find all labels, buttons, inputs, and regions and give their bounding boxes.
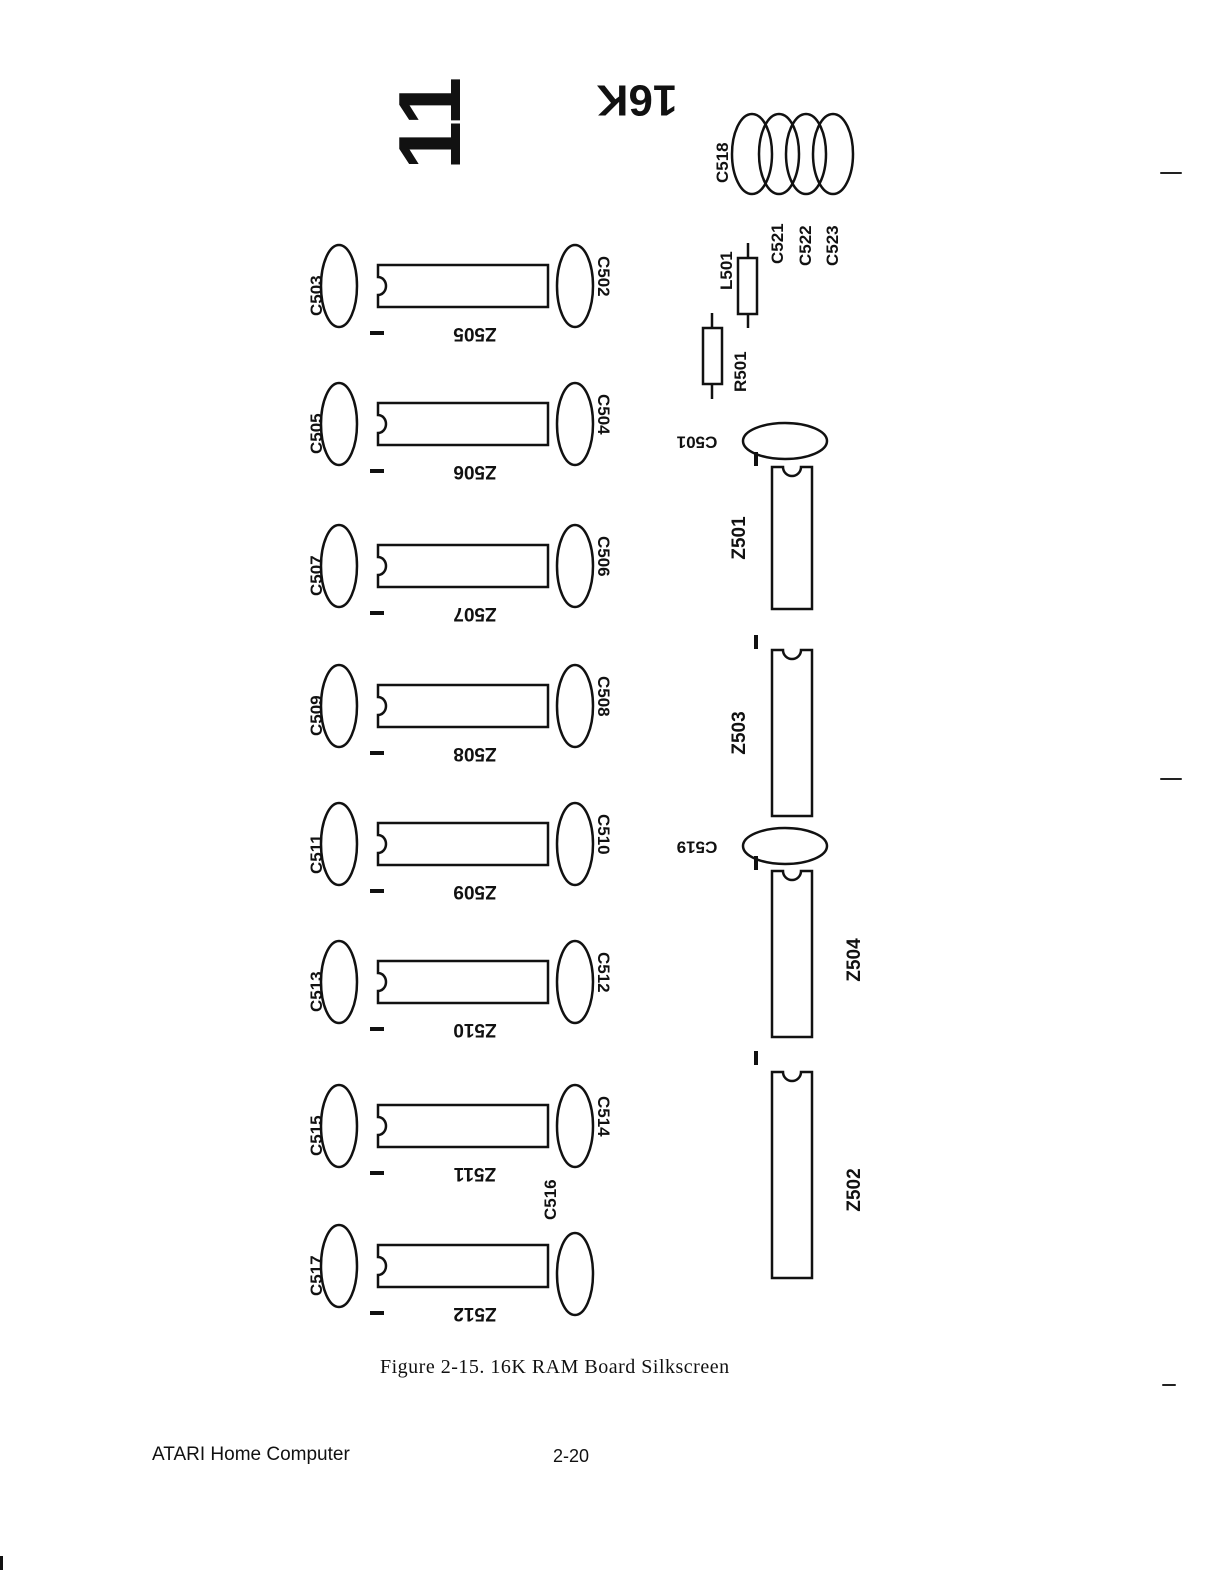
chip-label: Z504 (844, 938, 865, 982)
cap-label-c522: C522 (796, 225, 815, 266)
figure-caption: Figure 2-15. 16K RAM Board Silkscreen (380, 1356, 730, 1379)
chip-label: Z501 (729, 516, 750, 560)
capacitor (557, 383, 593, 465)
cap-label-c518: C518 (713, 142, 732, 183)
cap-label: C508 (594, 676, 613, 717)
capacitor (557, 941, 593, 1023)
chip-label: Z503 (729, 711, 750, 754)
chip-label: Z508 (453, 743, 496, 764)
cap-label: C512 (594, 952, 613, 993)
ic-chip (378, 685, 548, 727)
cap-label: C509 (307, 695, 326, 736)
cap-label: C511 (307, 834, 326, 874)
capacitor (557, 803, 593, 885)
capacitor (321, 665, 357, 747)
chip-label: Z512 (453, 1303, 496, 1324)
capacitor (321, 941, 357, 1023)
cap-label: C504 (594, 394, 613, 435)
chip-label: Z510 (453, 1019, 496, 1040)
chip-label: Z511 (453, 1163, 496, 1184)
capacitor (743, 423, 827, 459)
ic-chip (772, 650, 812, 816)
ic-chip (378, 545, 548, 587)
chip-label: Z507 (453, 603, 496, 624)
capacitor (557, 525, 593, 607)
decoupling-cap-group (732, 114, 853, 194)
capacitor (557, 665, 593, 747)
cap-label-c521: C521 (768, 223, 787, 264)
ic-chip (378, 961, 548, 1003)
capacitor (321, 803, 357, 885)
cap-label: C517 (307, 1255, 326, 1296)
cap-label: C506 (594, 536, 613, 577)
ic-chip (772, 467, 812, 609)
cap-label: C514 (594, 1096, 613, 1137)
ic-chip (772, 1072, 812, 1278)
footer-title: ATARI Home Computer (152, 1444, 350, 1466)
inductor-label: L501 (717, 251, 736, 290)
ic-chip (378, 1245, 548, 1287)
capacitor (557, 1233, 593, 1315)
board-size-label: 16K (596, 75, 677, 124)
capacitor (321, 1225, 357, 1307)
footer-page-number: 2-20 (553, 1446, 589, 1467)
cap-label: C513 (307, 971, 326, 1012)
capacitor (321, 1085, 357, 1167)
chip-unit: Z504 C519 (677, 828, 865, 1037)
cap-label: C503 (307, 275, 326, 316)
margin-tick (1162, 1384, 1176, 1386)
resistor-r501 (703, 313, 722, 399)
chip-label: Z506 (453, 461, 496, 482)
silkscreen-diagram: 11 16K C518 C521 C522 C523 L501 R501 C (0, 0, 1224, 1340)
capacitor (743, 828, 827, 864)
cap-label: C505 (307, 413, 326, 454)
ic-chip (378, 403, 548, 445)
chip-unit: Z502 (756, 1051, 865, 1278)
chip-label: Z509 (453, 881, 496, 902)
capacitor (321, 383, 357, 465)
margin-tick (1160, 778, 1182, 780)
cap-label: C510 (594, 814, 613, 855)
chip-label: Z502 (844, 1168, 865, 1211)
cap-label-c523: C523 (823, 225, 842, 266)
inductor-l501 (738, 243, 757, 328)
capacitor (557, 245, 593, 327)
cap-label: C515 (307, 1115, 326, 1156)
capacitor (321, 525, 357, 607)
cap-label: C519 (677, 838, 718, 857)
ic-chip (378, 823, 548, 865)
cap-label: C502 (594, 256, 613, 297)
resistor-label: R501 (731, 351, 750, 392)
ic-chip (378, 265, 548, 307)
chip-unit: Z501 C501 (677, 423, 827, 609)
cap-label: C507 (307, 555, 326, 596)
chip-label: Z505 (453, 323, 497, 344)
ic-chip (378, 1105, 548, 1147)
capacitor (321, 245, 357, 327)
margin-tick (1160, 172, 1182, 174)
cap-label: C516 (541, 1179, 560, 1220)
chip-unit: Z503 (729, 635, 812, 816)
cap-label: C501 (677, 433, 718, 452)
corner-mark (0, 1556, 3, 1570)
page-number-mark: 11 (380, 77, 479, 170)
capacitor (557, 1085, 593, 1167)
ic-chip (772, 871, 812, 1037)
